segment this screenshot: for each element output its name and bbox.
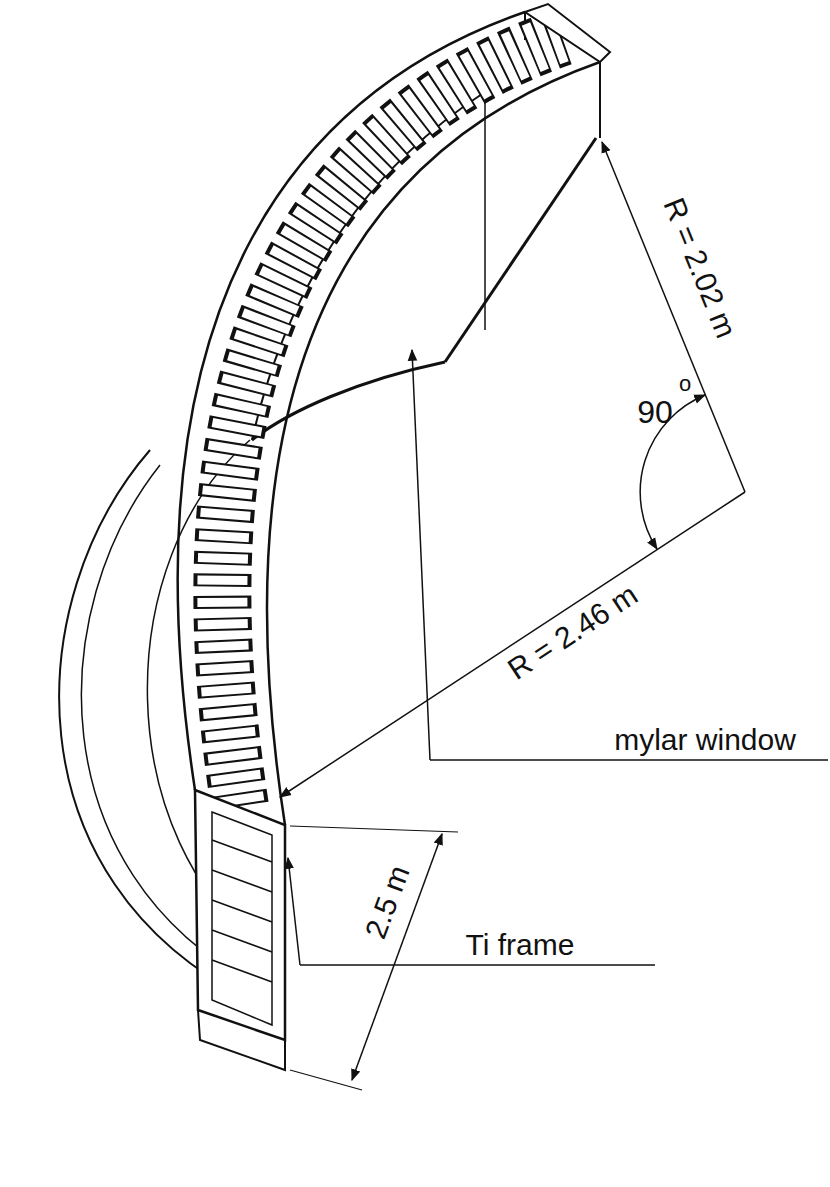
rib-band-fill — [222, 37, 562, 807]
band-outer-edge — [178, 12, 525, 790]
bottom-rib-panel — [212, 812, 272, 1025]
mylar-leader-shelf — [430, 759, 828, 761]
mylar-leader — [412, 350, 430, 760]
radius-dimension: R = 2.02 m — [658, 194, 741, 342]
band-inner-edge — [267, 62, 600, 825]
angle-value: 90 — [637, 396, 673, 428]
height-dimension — [352, 834, 442, 1080]
bottom-end-base — [198, 1010, 285, 1070]
window-side-edge — [445, 138, 596, 362]
top-end-block — [525, 4, 610, 62]
radius-line-inner — [602, 142, 745, 492]
ti-leader — [288, 858, 300, 965]
top-end-edge — [599, 62, 601, 138]
degree-mark: o — [679, 373, 691, 395]
callout-label: Ti frame — [466, 930, 575, 960]
rib-band — [222, 37, 562, 807]
extension-line — [290, 1070, 362, 1090]
bottom-ribs — [212, 840, 272, 982]
extension-line — [290, 826, 458, 832]
radius-dimension: R = 2.46 m — [503, 579, 643, 685]
ti-leader-shelf — [300, 964, 655, 966]
bottom-end-block — [195, 790, 285, 1040]
window-fold — [484, 92, 486, 330]
callout-label: mylar window — [614, 725, 796, 755]
